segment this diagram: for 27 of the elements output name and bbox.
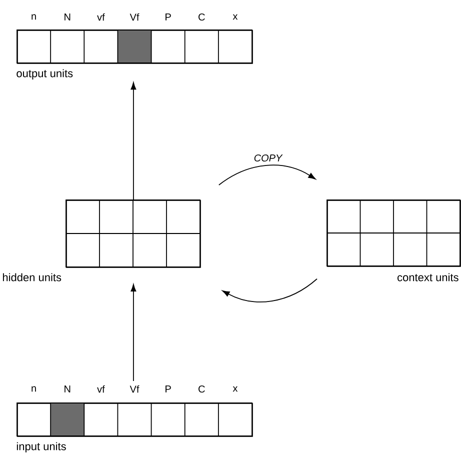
unit-layer: output units xyxy=(16,30,253,80)
unit-layer: context units xyxy=(326,200,461,282)
column-label: N xyxy=(64,386,70,392)
edge-label: COPY xyxy=(254,154,283,162)
node-label: input units xyxy=(16,442,66,452)
column-label: C xyxy=(198,13,205,21)
arrow xyxy=(218,164,316,186)
column-label: Vf xyxy=(130,13,140,21)
column-label: N xyxy=(64,14,70,20)
column-label: n xyxy=(32,14,36,20)
column-label: x xyxy=(232,386,238,392)
column-label: vf xyxy=(97,385,105,393)
column-label: n xyxy=(32,386,36,392)
column-label: x xyxy=(232,14,238,20)
unit-layer: input units xyxy=(16,402,253,452)
column-label: Vf xyxy=(130,385,140,393)
unit-layer: hidden units xyxy=(2,200,201,282)
arrow xyxy=(130,284,136,382)
arrow xyxy=(130,82,136,200)
node-label: hidden units xyxy=(2,273,62,282)
node-label: context units xyxy=(398,273,458,282)
column-label: P xyxy=(166,14,171,20)
column-label: vf xyxy=(97,13,105,21)
arrow xyxy=(222,278,318,302)
column-label: P xyxy=(166,386,171,392)
node-label: output units xyxy=(16,69,73,80)
column-label: C xyxy=(198,385,205,393)
